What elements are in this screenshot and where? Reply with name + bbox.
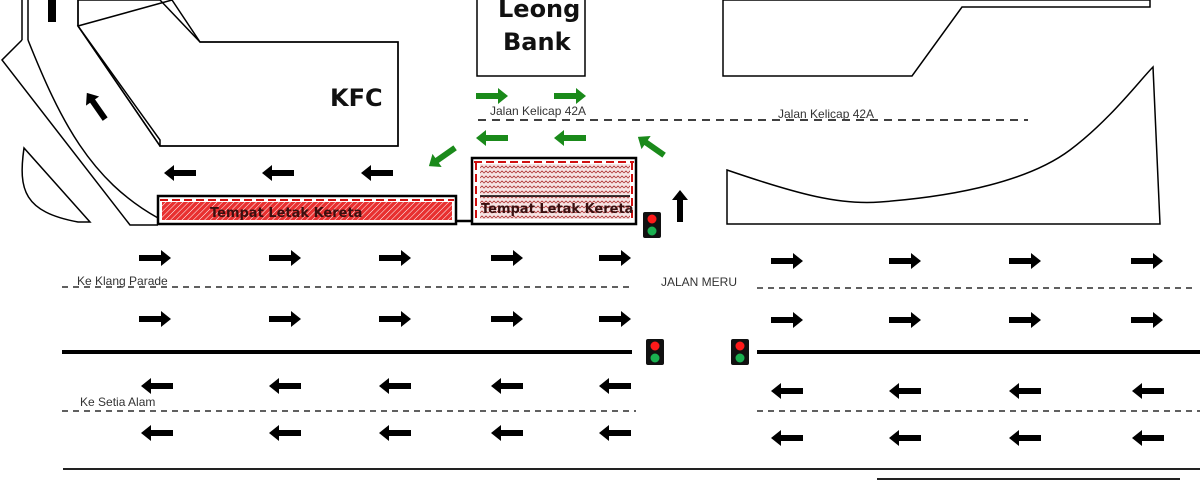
arrow-right-icon bbox=[599, 250, 631, 266]
arrow-right-icon bbox=[491, 250, 523, 266]
arrow-right-icon bbox=[889, 312, 921, 328]
arrow-left-icon bbox=[1009, 430, 1041, 446]
arrow-left-icon bbox=[262, 165, 294, 181]
arrow-left-icon bbox=[771, 430, 803, 446]
traffic-light-icon bbox=[643, 212, 661, 238]
bank-building bbox=[476, 0, 586, 77]
kfc-building-outline bbox=[76, 0, 399, 147]
arrow-left-icon bbox=[1009, 383, 1041, 399]
kelicap-label-left: Jalan Kelicap 42A bbox=[490, 104, 586, 118]
arrow-up-icon bbox=[672, 190, 688, 222]
arrow-left-icon bbox=[269, 425, 301, 441]
arrow-down-left-icon bbox=[428, 145, 457, 167]
arrow-right-icon bbox=[771, 253, 803, 269]
parking-left-label: Tempat Letak Kereta bbox=[210, 206, 362, 221]
arrow-left-icon bbox=[1132, 430, 1164, 446]
arrow-up-icon bbox=[86, 92, 108, 121]
jalan-meru-label: JALAN MERU bbox=[661, 275, 737, 289]
arrow-right-icon bbox=[771, 312, 803, 328]
arrow-left-icon bbox=[476, 130, 508, 146]
arrow-right-icon bbox=[379, 311, 411, 327]
arrow-left-icon bbox=[889, 383, 921, 399]
arrow-left-icon bbox=[554, 130, 586, 146]
arrow-right-icon bbox=[269, 250, 301, 266]
parking-right: Tempat Letak Kereta bbox=[470, 156, 638, 226]
arrow-left-icon bbox=[599, 425, 631, 441]
parking-left: Tempat Letak Kereta bbox=[156, 194, 458, 226]
arrow-right-icon bbox=[1131, 253, 1163, 269]
arrow-left-icon bbox=[491, 425, 523, 441]
ke-setia-alam-label: Ke Setia Alam bbox=[80, 395, 155, 409]
parking-right-label: Tempat Letak Kereta bbox=[481, 202, 633, 217]
arrow-right-icon bbox=[379, 250, 411, 266]
arrow-left-icon bbox=[599, 378, 631, 394]
arrow-right-icon bbox=[1009, 312, 1041, 328]
arrow-left-icon bbox=[361, 165, 393, 181]
arrow-right-icon bbox=[491, 311, 523, 327]
arrow-left-icon bbox=[141, 425, 173, 441]
top-right-building bbox=[722, 0, 1151, 77]
arrow-right-icon bbox=[1009, 253, 1041, 269]
arrow-up-icon bbox=[48, 0, 56, 22]
arrow-right-icon bbox=[1131, 312, 1163, 328]
arrow-right-icon bbox=[139, 250, 171, 266]
arrow-left-icon bbox=[141, 378, 173, 394]
traffic-light-icon bbox=[646, 339, 664, 365]
arrow-left-icon bbox=[889, 430, 921, 446]
right-lot bbox=[726, 65, 1161, 225]
arrow-right-icon bbox=[554, 88, 586, 104]
arrow-left-icon bbox=[379, 378, 411, 394]
bank-label-line2: Bank bbox=[503, 28, 572, 56]
arrow-left-icon bbox=[379, 425, 411, 441]
arrow-left-icon bbox=[491, 378, 523, 394]
ke-klang-parade-label: Ke Klang Parade bbox=[77, 274, 168, 288]
signals-layer bbox=[643, 212, 749, 365]
arrow-right-icon bbox=[269, 311, 301, 327]
bank-label-line1: Leong bbox=[498, 0, 580, 23]
arrow-right-icon bbox=[139, 311, 171, 327]
traffic-light-icon bbox=[731, 339, 749, 365]
arrows-layer bbox=[86, 88, 1164, 446]
arrow-up-left-icon bbox=[637, 136, 666, 158]
kfc-building bbox=[77, 0, 399, 147]
arrow-left-icon bbox=[269, 378, 301, 394]
kfc-label: KFC bbox=[330, 84, 383, 112]
arrow-right-icon bbox=[889, 253, 921, 269]
arrow-right-icon bbox=[476, 88, 508, 104]
arrow-left-icon bbox=[164, 165, 196, 181]
arrow-left-icon bbox=[771, 383, 803, 399]
arrow-left-icon bbox=[1132, 383, 1164, 399]
kelicap-label-right: Jalan Kelicap 42A bbox=[778, 107, 874, 121]
arrow-right-icon bbox=[599, 311, 631, 327]
